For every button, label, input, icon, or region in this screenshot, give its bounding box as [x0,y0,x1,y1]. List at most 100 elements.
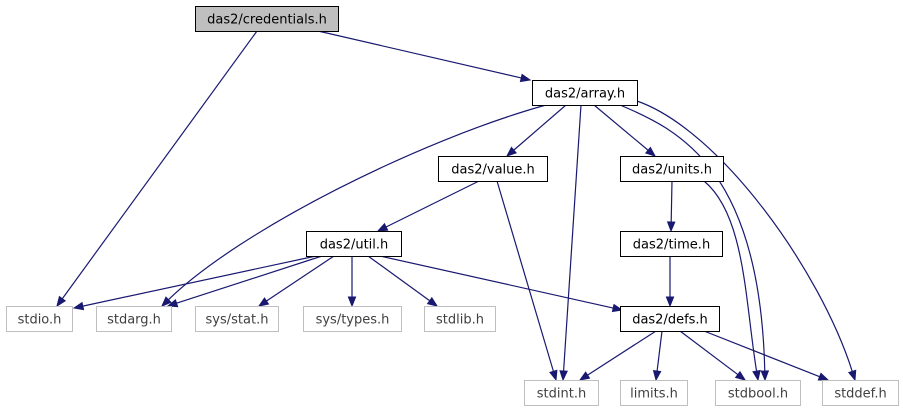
node-box [620,156,724,182]
edge-line [587,330,657,376]
node-label: stdarg.h [107,313,161,328]
edge-util-to-systypes [347,256,357,308]
edge-array-to-units [593,104,657,157]
node-box [822,380,899,406]
arrowhead-icon [652,370,662,382]
node-units[interactable]: das2/units.h [620,156,724,182]
edge-defs-to-stdbool [679,330,747,381]
node-label: stdint.h [537,387,586,402]
edge-line [703,330,820,378]
edges-layer [56,30,857,382]
edge-line [513,104,567,151]
node-box [6,306,73,332]
edge-units-to-stdbool [703,180,761,382]
edge-line [496,180,555,372]
arrowhead-icon [347,296,357,308]
node-box [303,306,402,332]
arrowhead-icon [56,295,67,308]
edge-line [679,330,739,376]
edge-value-to-util [376,180,480,232]
edge-array-to-stddef [636,100,857,382]
arrowhead-icon [166,298,179,308]
node-stdarg: stdarg.h [96,306,172,332]
node-label: das2/value.h [451,163,535,178]
arrowhead-icon [817,372,830,381]
node-label: das2/time.h [633,238,710,253]
nodes-layer: das2/credentials.h das2/array.h das2/value… [6,6,899,406]
node-label: stddef.h [834,387,886,402]
edge-line [168,104,547,301]
edge-line [670,180,673,223]
node-value[interactable]: das2/value.h [438,156,548,182]
edge-array-to-value [505,104,567,157]
edge-line [703,180,758,372]
edge-line [385,180,480,228]
node-box [195,306,279,332]
arrowhead-icon [426,296,439,307]
arrowhead-icon [559,370,568,382]
node-credentials[interactable]: das2/credentials.h [195,6,339,32]
node-box [524,380,599,406]
node-time[interactable]: das2/time.h [620,231,723,257]
arrowhead-icon [847,369,857,382]
node-label: stdio.h [18,313,62,328]
arrowhead-icon [519,73,532,83]
node-box [306,231,402,257]
node-label: das2/defs.h [632,313,708,328]
node-box [715,380,801,406]
node-array[interactable]: das2/array.h [532,80,638,106]
edge-defs-to-stdint [578,330,657,381]
edge-line [82,255,317,307]
node-box [620,231,723,257]
arrowhead-icon [72,301,85,311]
node-stdbool: stdbool.h [715,380,801,406]
edge-line [317,30,522,79]
arrowhead-icon [734,370,747,381]
edge-credentials-to-array [317,30,532,83]
edge-line [636,100,853,372]
node-systypes: sys/types.h [303,306,402,332]
arrowhead-icon [257,297,270,307]
edge-line [266,255,335,302]
edge-credentials-to-stdio [56,30,258,308]
arrowhead-icon [505,146,518,157]
arrowhead-icon [644,146,657,157]
node-label: sys/types.h [316,313,390,328]
node-stdio: stdio.h [6,306,73,332]
edge-util-to-sysstat [257,255,335,307]
node-label: das2/credentials.h [207,13,327,28]
node-label: limits.h [630,387,678,402]
edge-array-to-stdint [559,104,582,382]
node-sysstat: sys/stat.h [195,306,279,332]
arrowhead-icon [549,369,558,382]
edge-line [562,104,582,372]
edge-defs-to-limits [652,330,663,382]
node-box [532,80,638,106]
node-box [438,156,548,182]
node-label: das2/units.h [632,163,712,178]
edge-line [593,104,649,151]
node-stdint: stdint.h [524,380,599,406]
arrowhead-icon [665,296,675,308]
node-defs[interactable]: das2/defs.h [620,306,720,332]
edge-line [367,255,431,302]
node-box [620,306,720,332]
edge-time-to-defs [665,256,675,308]
node-box [195,6,339,32]
edge-util-to-stdarg [166,255,323,308]
arrowhead-icon [760,370,770,382]
edge-array-to-stdarg [161,104,547,307]
node-box [96,306,172,332]
edge-value-to-stdint [496,180,558,382]
node-label: stdlib.h [436,313,484,328]
node-label: das2/array.h [545,87,625,102]
node-stdlib: stdlib.h [424,306,496,332]
edge-line [176,255,323,304]
node-util[interactable]: das2/util.h [306,231,402,257]
arrowhead-icon [666,221,676,233]
node-label: sys/stat.h [206,313,269,328]
arrowhead-icon [578,371,591,381]
edge-util-to-stdio [72,255,317,311]
edge-units-to-time [666,180,676,233]
